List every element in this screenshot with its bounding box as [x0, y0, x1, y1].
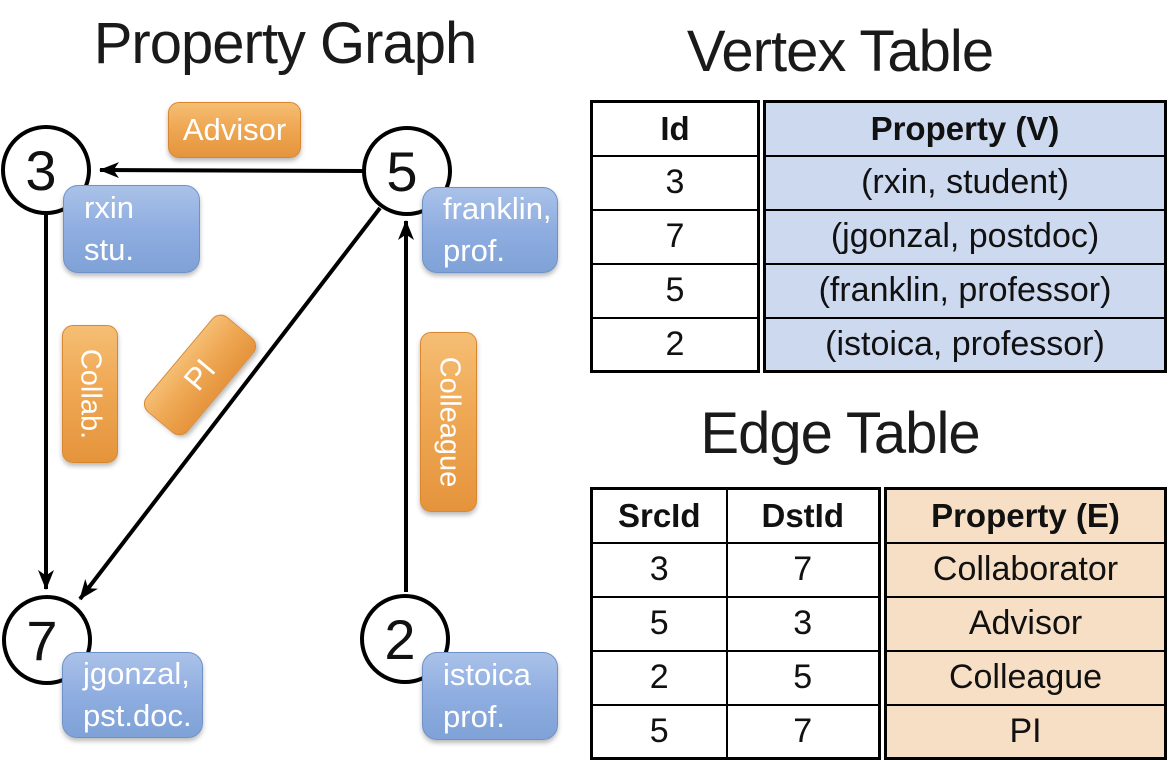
node-5-property-line2: prof. — [443, 233, 506, 268]
property-graph-title: Property Graph — [93, 11, 478, 76]
edge-label-pi: PI — [139, 310, 261, 440]
table-cell: (istoica, professor) — [763, 316, 1167, 373]
edge-table-property-column: Property (E) Collaborator Advisor Collea… — [884, 487, 1167, 760]
edge-label-pi-text: PI — [176, 352, 223, 398]
table-cell: 7 — [725, 703, 881, 760]
table-cell: (rxin, student) — [763, 154, 1167, 211]
node-property-box-rxin: rxin stu. — [63, 185, 200, 273]
edge-table-header-property: Property (E) — [884, 487, 1167, 544]
edge-label-collab-text: Collab. — [74, 348, 107, 440]
table-cell: 3 — [590, 154, 760, 211]
edge-5-to-3 — [99, 162, 364, 179]
vertex-table-property-column: Property (V) (rxin, student) (jgonzal, p… — [763, 100, 1167, 373]
edge-table-header-dstid: DstId — [725, 487, 881, 544]
table-cell: 7 — [590, 208, 760, 265]
table-cell: Colleague — [884, 649, 1167, 706]
node-2-property-line1: istoica — [443, 657, 531, 692]
node-property-box-istoica: istoica prof. — [422, 652, 558, 740]
edge-table-header-srcid: SrcId — [590, 487, 728, 544]
vertex-table-header-property: Property (V) — [763, 100, 1167, 157]
node-3-property-line2: stu. — [84, 232, 134, 267]
table-cell: 5 — [590, 703, 728, 760]
vertex-table-title: Vertex Table — [686, 19, 994, 84]
vertex-table-id-column: Id 3 7 5 2 — [590, 100, 760, 373]
edge-label-collab: Collab. — [62, 325, 118, 463]
node-property-box-franklin: franklin, prof. — [422, 187, 558, 273]
node-7-property-line1: jgonzal, — [83, 656, 190, 691]
table-cell: 2 — [590, 316, 760, 373]
edge-label-advisor: Advisor — [168, 102, 301, 158]
node-7-id: 7 — [26, 608, 58, 672]
table-cell: 5 — [590, 262, 760, 319]
table-cell: 3 — [725, 595, 881, 652]
table-cell: PI — [884, 703, 1167, 760]
edge-label-colleague: Colleague — [420, 332, 477, 512]
node-3-property-line1: rxin — [84, 190, 134, 225]
table-cell: 5 — [725, 649, 881, 706]
table-cell: 7 — [725, 541, 881, 598]
node-3-id: 3 — [25, 138, 57, 202]
node-property-box-jgonzal: jgonzal, pst.doc. — [62, 652, 203, 738]
table-cell: Collaborator — [884, 541, 1167, 598]
node-5-id: 5 — [386, 139, 418, 203]
node-2-id: 2 — [384, 607, 416, 671]
table-cell: 5 — [590, 595, 728, 652]
table-cell: (jgonzal, postdoc) — [763, 208, 1167, 265]
table-cell: 3 — [590, 541, 728, 598]
edge-label-colleague-text: Colleague — [433, 356, 465, 488]
vertex-table-header-id: Id — [590, 100, 760, 157]
node-2-property-line2: prof. — [443, 699, 506, 734]
table-cell: Advisor — [884, 595, 1167, 652]
table-cell: (franklin, professor) — [763, 262, 1167, 319]
table-cell: 2 — [590, 649, 728, 706]
node-5-property-line1: franklin, — [443, 191, 552, 226]
edge-label-advisor-text: Advisor — [182, 112, 287, 147]
edge-table-id-columns: SrcId DstId 3 7 5 3 2 5 5 7 — [590, 487, 881, 760]
graph-node-3: 3 — [1, 125, 91, 215]
edge-table-title: Edge Table — [700, 401, 980, 466]
node-7-property-line2: pst.doc. — [83, 698, 192, 733]
